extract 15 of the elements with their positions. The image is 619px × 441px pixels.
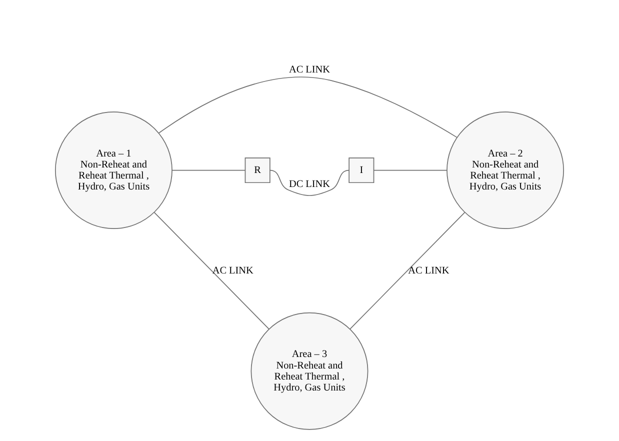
connector <box>350 212 466 330</box>
node-box: R <box>244 158 270 184</box>
edge-label: AC LINK <box>288 64 330 76</box>
edge-label: AC LINK <box>408 265 450 276</box>
connector <box>270 170 350 196</box>
node-circle: Area – 1 Non-Reheat and Reheat Thermal , Hydro, Gas Units <box>54 112 172 230</box>
edge-label: DC LINK <box>288 178 330 190</box>
node-box: I <box>348 158 374 184</box>
connector <box>154 212 270 330</box>
connector <box>158 76 458 138</box>
connector <box>172 170 246 171</box>
node-circle: Area – 3 Non-Reheat and Reheat Thermal , Hydro, Gas Units <box>250 312 368 430</box>
edge-label: AC LINK <box>212 265 254 276</box>
connector <box>373 170 448 171</box>
node-circle: Area – 2 Non-Reheat and Reheat Thermal , Hydro, Gas Units <box>446 112 564 230</box>
